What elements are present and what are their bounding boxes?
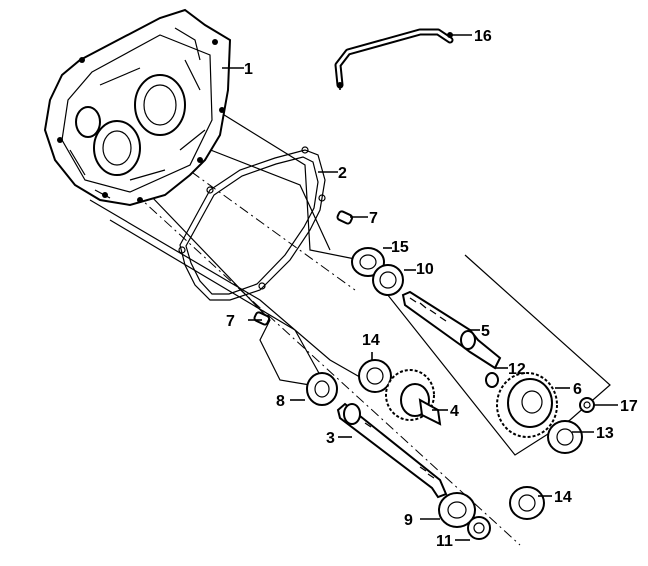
countershaft-gear — [385, 369, 442, 426]
snap-ring — [485, 372, 499, 388]
dowel-pin-upper — [336, 210, 354, 225]
callout-14-lower: 14 — [554, 489, 572, 506]
callout-labels: 1 2 3 4 5 6 7 7 8 9 10 11 12 13 14 14 15… — [226, 28, 638, 550]
callout-2: 2 — [338, 165, 347, 182]
final-gear — [496, 372, 558, 438]
callout-16: 16 — [474, 28, 492, 45]
callout-9: 9 — [404, 512, 413, 529]
bearing-8 — [306, 372, 338, 406]
callout-10: 10 — [416, 261, 434, 278]
callout-4: 4 — [450, 403, 459, 420]
oil-seal-10 — [372, 264, 404, 296]
assembly-axis-lines — [89, 99, 611, 546]
callout-7-lower: 7 — [226, 313, 235, 330]
bearing-13 — [547, 420, 583, 454]
callout-12: 12 — [508, 361, 526, 378]
callout-3: 3 — [326, 430, 335, 447]
crankcase-cover — [43, 8, 232, 207]
bearing-15 — [351, 247, 385, 277]
bearing-14-upper — [358, 359, 392, 393]
bent-rod — [334, 28, 454, 89]
bearing-14-lower — [509, 486, 545, 520]
callout-17: 17 — [620, 398, 638, 415]
callout-1: 1 — [244, 61, 253, 78]
bearing-9 — [438, 492, 476, 528]
callout-15: 15 — [391, 239, 409, 256]
callout-5: 5 — [481, 323, 490, 340]
callout-11: 11 — [436, 533, 453, 550]
callout-7-upper: 7 — [369, 210, 378, 227]
callout-8: 8 — [276, 393, 285, 410]
output-shaft — [401, 290, 502, 370]
oil-seal-11 — [467, 516, 491, 540]
washer-17 — [579, 397, 595, 413]
drive-shaft — [336, 402, 448, 499]
gasket — [178, 146, 326, 301]
callout-13: 13 — [596, 425, 614, 442]
callout-14-upper: 14 — [362, 332, 380, 349]
leader-lines — [222, 32, 618, 541]
callout-6: 6 — [573, 381, 582, 398]
dowel-pin-lower — [253, 311, 271, 326]
